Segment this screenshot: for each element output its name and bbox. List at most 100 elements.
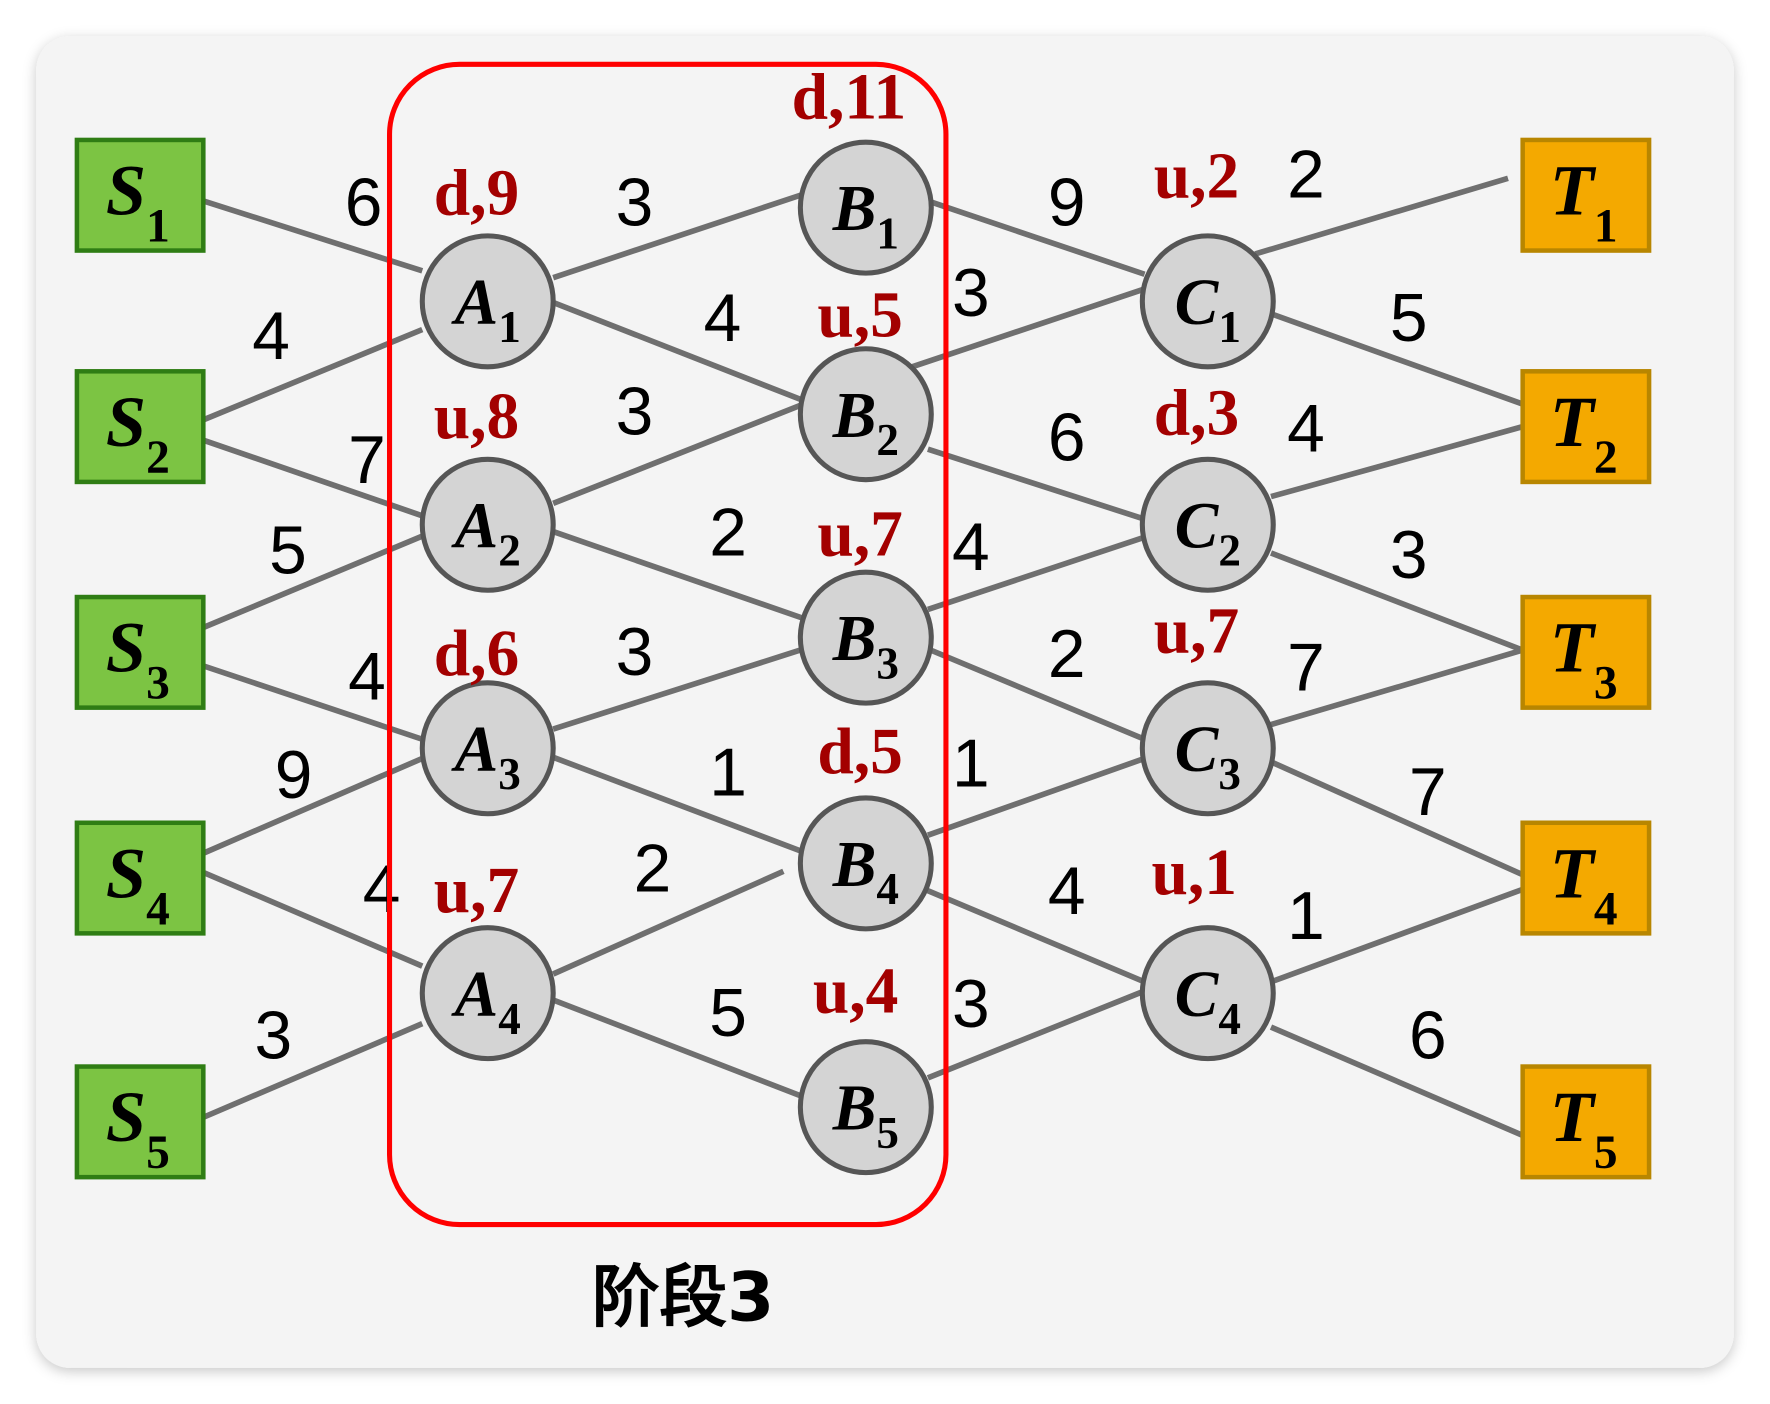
edge-b3-c3: [926, 646, 1146, 742]
target-node-t1: T1: [1520, 137, 1652, 253]
edge-a4-b4: [552, 868, 785, 977]
node-letter: A: [451, 267, 499, 339]
node-subscript: 4: [876, 864, 899, 914]
node-label: C3: [1175, 714, 1241, 799]
node-letter: B: [832, 603, 877, 675]
edge-s3-a3: [202, 663, 424, 742]
node-subscript: 4: [146, 883, 170, 935]
node-circle: [1139, 233, 1276, 370]
node-letter: T: [1550, 1077, 1597, 1157]
node-letter: C: [1175, 267, 1220, 339]
target-node-t2: T2: [1520, 369, 1652, 485]
node-letter: T: [1550, 833, 1597, 913]
edge-s4-a3: [202, 755, 424, 856]
node-subscript: 2: [146, 432, 170, 484]
node-subscript: 1: [876, 208, 899, 258]
node-subscript: 3: [146, 658, 170, 710]
node-subscript: 1: [1594, 201, 1618, 253]
node-subscript: 3: [498, 749, 521, 799]
node-subscript: 4: [1218, 994, 1241, 1044]
edge-c2-t3: [1269, 550, 1524, 653]
edge-a2-b3: [552, 528, 805, 622]
target-box: [1520, 137, 1652, 253]
edge-weight-c4-t4: 1: [1287, 879, 1325, 954]
source-node-s5: S5: [74, 1064, 206, 1180]
node-circle: [797, 139, 934, 276]
target-box: [1520, 820, 1652, 936]
node-label: B5: [832, 1073, 899, 1158]
edge-c4-t4: [1270, 886, 1524, 985]
target-label: T3: [1550, 608, 1618, 710]
edge-weight-a4-b4: 2: [634, 832, 672, 907]
edge-a1-b1: [552, 191, 805, 281]
edge-c3-t3: [1270, 647, 1524, 728]
source-nodes: S1 S2 S3 S4 S5: [74, 137, 206, 1180]
node-letter: B: [832, 1073, 877, 1145]
node-tag: u,7: [434, 855, 519, 927]
node-subscript: 2: [876, 415, 899, 465]
node-subscript: 4: [1594, 883, 1618, 935]
node-tag: d,5: [817, 716, 902, 788]
node-tag: d,6: [434, 618, 519, 690]
target-box: [1520, 1064, 1652, 1180]
target-label: T4: [1550, 833, 1618, 935]
edge-a2-b2: [552, 401, 805, 506]
node-label: B4: [832, 829, 899, 914]
stage-c-nodes: C1 u,2 C2 d,3 C3 u,7 C4 u,1: [1139, 141, 1276, 1062]
edge-weight-a1-b2: 4: [704, 281, 742, 356]
node-letter: B: [832, 173, 877, 245]
stage-b-nodes: B1 d,11 B2 u,5 B3 u,7 B4 d,5 B5 u,4: [792, 62, 934, 1176]
stage-caption: 阶段3: [592, 1257, 775, 1336]
node-circle: [419, 925, 556, 1062]
node-subscript: 2: [1218, 525, 1241, 575]
node-tag: d,11: [792, 62, 907, 134]
edge-weight-c3-t4: 7: [1409, 755, 1447, 830]
node-letter: T: [1550, 382, 1597, 462]
stage-a-nodes: A1 d,9 A2 u,8 A3 d,6 A4 u,7: [419, 157, 556, 1062]
edge-weight-s3-a3: 4: [348, 640, 386, 715]
edges-c-to-target: [1254, 175, 1524, 1138]
edge-c3-t4: [1269, 759, 1524, 878]
node-label: B2: [832, 380, 899, 465]
node-subscript: 1: [1218, 302, 1241, 352]
node-subscript: 3: [1594, 658, 1618, 710]
node-circle: [419, 456, 556, 593]
edge-weight-s4-a4: 4: [363, 852, 401, 927]
edge-weight-b1-c1: 9: [1048, 166, 1086, 241]
node-letter: S: [106, 382, 146, 462]
edge-b3-c2: [926, 534, 1146, 613]
source-box: [74, 594, 206, 710]
node-label: C2: [1175, 490, 1241, 575]
edge-weight-s4-a3: 9: [275, 738, 313, 813]
node-subscript: 5: [1594, 1127, 1618, 1179]
source-label: S5: [106, 1077, 170, 1179]
edge-c1-t1: [1254, 175, 1509, 257]
node-circle: [797, 1039, 934, 1176]
edge-s2-a1: [202, 326, 424, 423]
node-letter: S: [106, 608, 146, 688]
edge-weight-b4-c3: 1: [952, 727, 990, 802]
edge-weight-s1-a1: 6: [345, 166, 383, 241]
edge-weight-a1-b1: 3: [616, 166, 654, 241]
edges-b-to-c: [911, 198, 1146, 1081]
edge-weight-c4-t5: 6: [1409, 999, 1447, 1074]
edge-weights-source-to-a: 6 4 7 5 4 9 4 3: [252, 166, 400, 1074]
node-letter: S: [106, 833, 146, 913]
node-letter: T: [1550, 150, 1597, 230]
node-subscript: 5: [876, 1108, 899, 1158]
edge-weight-b2-c2: 6: [1048, 400, 1086, 475]
edge-weight-a3-b4: 1: [709, 736, 747, 811]
node-letter: A: [451, 714, 499, 786]
node-circle: [1139, 680, 1276, 817]
edges-source-to-a: [202, 198, 424, 1120]
node-b4: B4 d,5: [797, 716, 934, 932]
edge-weights-a-to-b: 3 4 3 2 3 1 2 5: [616, 166, 747, 1051]
node-circle: [1139, 925, 1276, 1062]
edge-s1-a1: [202, 198, 424, 274]
node-tag: u,7: [817, 498, 902, 570]
node-label: C1: [1175, 267, 1241, 352]
edge-weight-s2-a1: 4: [252, 299, 290, 374]
node-subscript: 2: [1594, 432, 1618, 484]
edge-a1-b2: [552, 299, 805, 404]
edge-b2-c1: [911, 286, 1146, 370]
